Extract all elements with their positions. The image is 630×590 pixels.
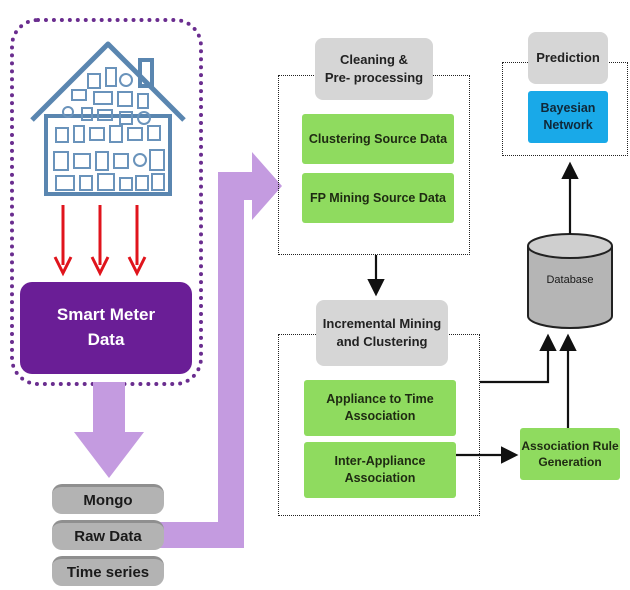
database-icon bbox=[527, 233, 613, 329]
database-label: Database bbox=[546, 274, 594, 286]
cleaning-title: Cleaning & Pre- processing bbox=[315, 38, 433, 100]
smart-meter-data-box: Smart Meter Data bbox=[20, 282, 192, 374]
smart-home-icon bbox=[30, 41, 186, 196]
mongo-stack: Mongo Raw Data Time series bbox=[52, 478, 164, 588]
association-rule-box: Association Rule Generation bbox=[520, 428, 620, 480]
inter-appliance-box: Inter-Appliance Association bbox=[304, 442, 456, 498]
clustering-source-data-box: Clustering Source Data bbox=[302, 114, 454, 164]
raw-data-layer: Raw Data bbox=[52, 520, 164, 550]
smart-meter-data-label: Smart Meter Data bbox=[56, 305, 156, 349]
mongo-label: Mongo bbox=[83, 492, 133, 509]
red-arrows bbox=[53, 205, 147, 277]
fp-mining-source-data-box: FP Mining Source Data bbox=[302, 173, 454, 223]
mongo-layer: Mongo bbox=[52, 484, 164, 514]
time-series-layer: Time series bbox=[52, 556, 164, 586]
prediction-title: Prediction bbox=[528, 32, 608, 84]
raw-data-label: Raw Data bbox=[74, 528, 142, 545]
bayesian-network-box: Bayesian Network bbox=[528, 91, 608, 143]
time-series-label: Time series bbox=[66, 564, 150, 581]
incremental-title: Incremental Mining and Clustering bbox=[316, 300, 448, 366]
appliance-to-time-box: Appliance to Time Association bbox=[304, 380, 456, 436]
